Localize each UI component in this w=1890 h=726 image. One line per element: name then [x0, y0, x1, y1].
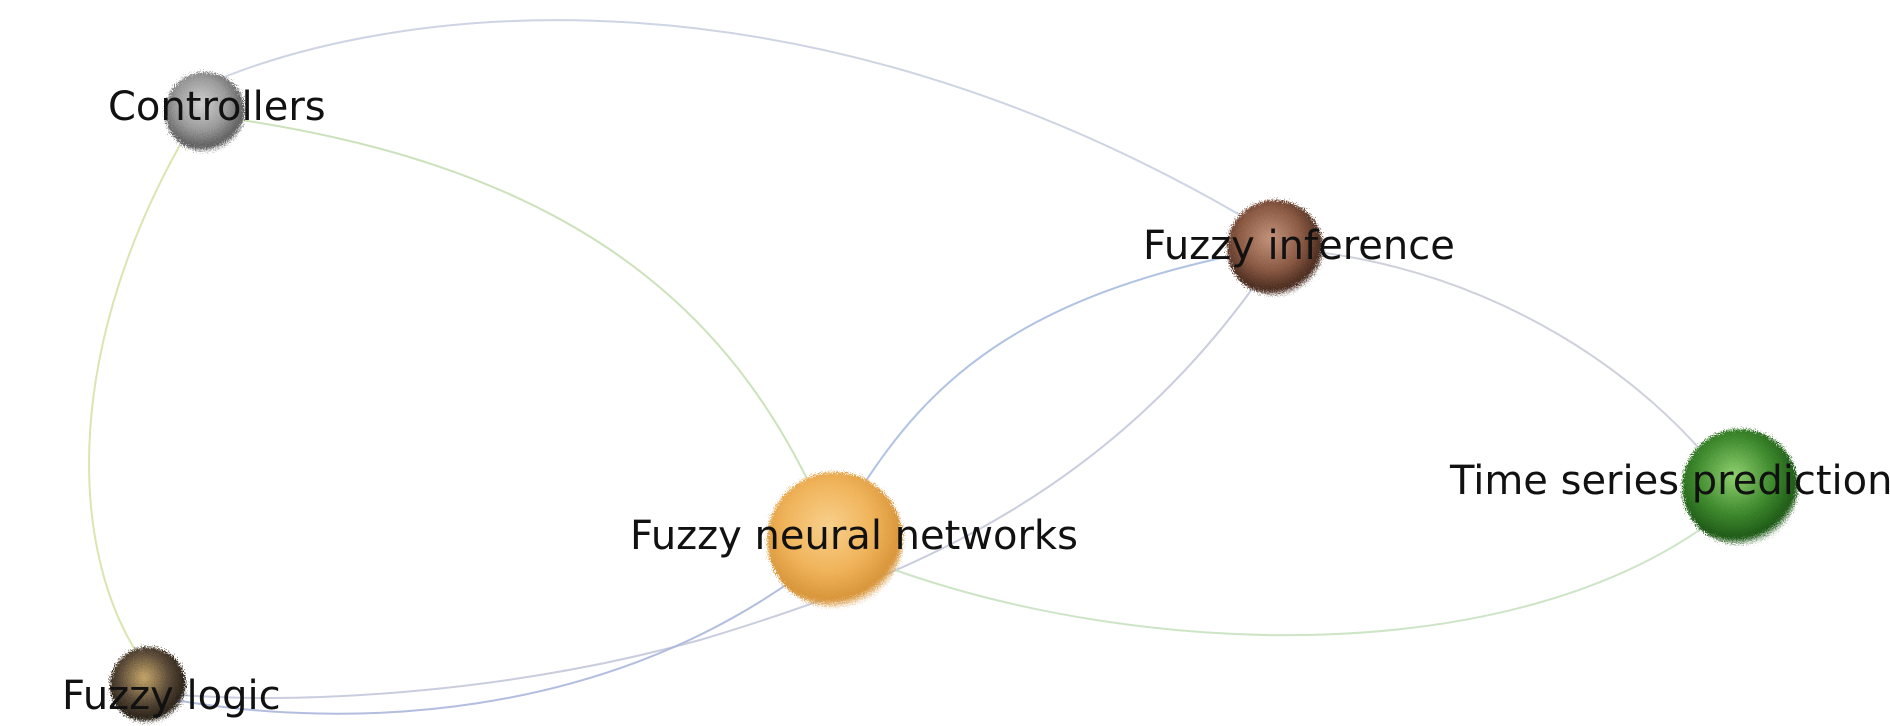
edge-fuzzy-inference-time-series-prediction [1299, 249, 1726, 481]
node-controllers[interactable]: Controllers [108, 72, 326, 152]
edge-controllers-fuzzy-neural-networks [204, 114, 811, 486]
node-fuzzy-neural-networks-label: Fuzzy neural networks [630, 513, 1078, 559]
edge-fuzzy-inference-fuzzy-neural-networks [859, 254, 1236, 491]
node-fuzzy-neural-networks[interactable]: Fuzzy neural networks [630, 472, 1078, 608]
edge-controllers-fuzzy-inference [204, 19, 1241, 216]
node-fuzzy-inference-label: Fuzzy inference [1143, 223, 1455, 269]
node-time-series-prediction-bubble [1682, 429, 1798, 545]
node-time-series-prediction[interactable]: Time series prediction [1449, 429, 1890, 545]
edges-layer [88, 19, 1726, 715]
node-fuzzy-inference-bubble [1227, 200, 1323, 296]
node-fuzzy-logic[interactable]: Fuzzy logic [62, 647, 281, 723]
edge-controllers-fuzzy-logic [88, 144, 181, 666]
node-controllers-label: Controllers [108, 84, 326, 130]
node-fuzzy-neural-networks-bubble [767, 472, 903, 608]
edge-fuzzy-inference-fuzzy-logic [179, 284, 1256, 699]
node-fuzzy-inference[interactable]: Fuzzy inference [1143, 200, 1455, 296]
node-time-series-prediction-label: Time series prediction [1449, 458, 1890, 504]
edge-fuzzy-neural-networks-time-series-prediction [894, 514, 1721, 637]
node-controllers-bubble [165, 72, 245, 152]
node-fuzzy-logic-bubble [110, 647, 186, 723]
node-fuzzy-logic-label: Fuzzy logic [62, 673, 281, 719]
edge-fuzzy-neural-networks-fuzzy-logic [174, 574, 801, 715]
nodes-layer: Controllers Fuzzy inference Fuzzy neural… [62, 72, 1890, 723]
